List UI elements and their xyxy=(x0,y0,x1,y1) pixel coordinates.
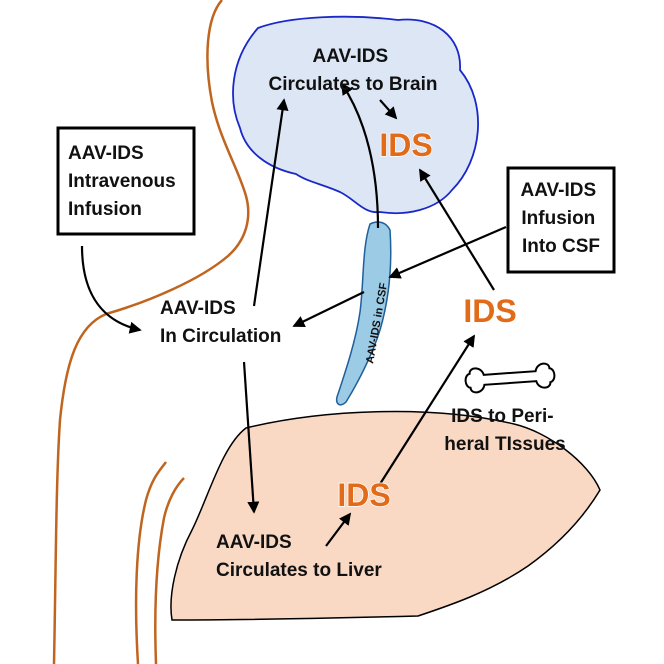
ids-peripheral: IDS xyxy=(463,293,516,329)
iv-infusion-line-3: Infusion xyxy=(68,199,142,220)
to-liver-line-1: AAV-IDS xyxy=(216,532,292,553)
iv-infusion-line-1: AAV-IDS xyxy=(68,143,144,164)
arrow-liver-ids-to-peripheral xyxy=(379,334,475,485)
arrow-csf-infusion-to-channel xyxy=(388,225,507,279)
in-circulation-label: AAV-IDS In Circulation xyxy=(160,298,281,347)
csf-channel xyxy=(335,221,392,406)
bone-icon xyxy=(464,362,556,394)
arrow-circulation-to-liver xyxy=(242,361,260,514)
arrow-channel-to-circulation xyxy=(292,291,365,327)
csf-infusion-line-2: Infusion xyxy=(521,208,595,229)
to-brain-line-1: AAV-IDS xyxy=(313,46,389,67)
arrow-peripheral-ids-to-brain-ids xyxy=(419,168,495,291)
csf-infusion-line-3: Into CSF xyxy=(522,236,600,257)
peripheral-line-2: heral TIssues xyxy=(444,434,565,455)
peripheral-label: IDS to Peri- heral TIssues xyxy=(444,406,565,455)
iv-infusion-label: AAV-IDS Intravenous Infusion xyxy=(68,143,181,220)
body-outline xyxy=(52,0,250,664)
brain-shape xyxy=(232,15,479,215)
in-circulation-line-2: In Circulation xyxy=(160,326,281,347)
csf-infusion-box xyxy=(506,166,616,274)
ids-liver: IDS xyxy=(337,477,390,513)
arm-outline-outer xyxy=(134,461,167,664)
to-liver-line-2: Circulates to Liver xyxy=(216,560,382,581)
ids-brain: IDS xyxy=(379,127,432,163)
liver-shape xyxy=(170,410,601,621)
csf-infusion-line-1: AAV-IDS xyxy=(521,180,597,201)
iv-infusion-box xyxy=(56,126,196,236)
arrow-channel-to-brain xyxy=(340,82,380,229)
to-brain-label: AAV-IDS Circulates to Brain xyxy=(269,46,438,95)
arm-outline-inner xyxy=(154,477,185,664)
arrow-liver-label-to-ids xyxy=(325,512,352,547)
to-liver-label: AAV-IDS Circulates to Liver xyxy=(216,532,382,581)
arrow-iv-to-circulation xyxy=(80,245,142,334)
iv-infusion-line-2: Intravenous xyxy=(68,171,176,192)
arrow-brain-label-to-ids xyxy=(379,99,398,120)
to-brain-line-2: Circulates to Brain xyxy=(269,74,438,95)
arrow-circulation-to-brain xyxy=(252,98,289,307)
peripheral-line-1: IDS to Peri- xyxy=(451,406,553,427)
in-circulation-line-1: AAV-IDS xyxy=(160,298,236,319)
csf-infusion-label: AAV-IDS Infusion Into CSF xyxy=(521,180,602,257)
